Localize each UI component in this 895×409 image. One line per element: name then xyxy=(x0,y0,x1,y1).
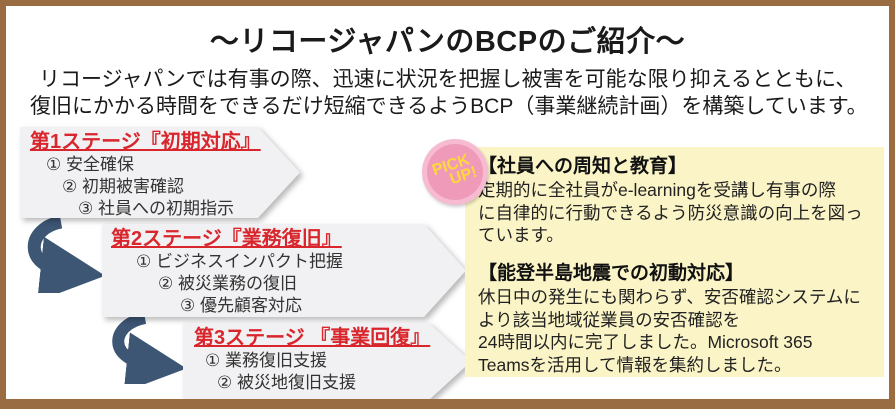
pickup-badge-inner: PICK UP! xyxy=(427,144,483,200)
stage-2-item: ① ビジネスインパクト把握 xyxy=(136,252,343,271)
pickup-badge-label: PICK UP! xyxy=(430,152,479,192)
curved-arrow-2-icon xyxy=(112,312,187,384)
curved-arrow-1-icon xyxy=(27,215,106,293)
pickup-badge: PICK UP! xyxy=(422,139,488,205)
stage-3-item: ① 業務復旧支援 xyxy=(205,351,327,370)
stage-1-item: ① 安全確保 xyxy=(46,155,134,174)
stage-3-heading: 第3ステージ 『事業回復』 xyxy=(194,327,431,349)
stage-1-heading: 第1ステージ『初期対応』 xyxy=(30,131,261,153)
stage-3-chevron: 第3ステージ 『事業回復』 ① 業務復旧支援 ② 被災地復旧支援 xyxy=(183,323,471,400)
stage-2-box: 第2ステージ『業務復旧』 ① ビジネスインパクト把握 ② 被災業務の復旧 ③ 優… xyxy=(102,224,466,317)
intro-text: リコージャパンでは有事の際、迅速に状況を把握し被害を可能な限り抑えるとともに、 … xyxy=(30,68,868,119)
stage-3-box: 第3ステージ 『事業回復』 ① 業務復旧支援 ② 被災地復旧支援 xyxy=(183,323,471,400)
page-title: ～リコージャパンのBCPのご紹介～ xyxy=(209,26,686,58)
stage-2-item: ③ 優先顧客対応 xyxy=(180,296,302,316)
stage-1-chevron: 第1ステージ『初期対応』 ① 安全確保 ② 初期被害確認 ③ 社員への初期指示 xyxy=(20,127,300,218)
stage-3-item: ② 被災地復旧支援 xyxy=(217,373,356,393)
panel-section-education: 【社員への周知と教育】 定期的に全社員がe-learningを受講し有事の際 に… xyxy=(478,155,874,247)
pickup-panel: 【社員への周知と教育】 定期的に全社員がe-learningを受講し有事の際 に… xyxy=(465,147,884,377)
panel-section-noto-earthquake: 【能登半島地震での初動対応】 休日中の発生にも関わらず、安否確認システムに より… xyxy=(478,262,874,377)
panel-body-education: 定期的に全社員がe-learningを受講し有事の際 に自律的に行動できるよう防… xyxy=(478,179,863,246)
stage-1-box: 第1ステージ『初期対応』 ① 安全確保 ② 初期被害確認 ③ 社員への初期指示 xyxy=(20,127,300,218)
stage-1-item: ② 初期被害確認 xyxy=(62,177,184,197)
stage-1-item: ③ 社員への初期指示 xyxy=(78,199,234,219)
panel-heading-noto-earthquake: 【能登半島地震での初動対応】 xyxy=(478,263,745,284)
stage-2-item: ② 被災業務の復旧 xyxy=(158,274,297,294)
stage-2-heading: 第2ステージ『業務復旧』 xyxy=(111,228,342,250)
stage-2-chevron: 第2ステージ『業務復旧』 ① ビジネスインパクト把握 ② 被災業務の復旧 ③ 優… xyxy=(102,224,466,317)
panel-body-noto-earthquake: 休日中の発生にも関わらず、安否確認システムに より該当地域従業員の安否確認を 2… xyxy=(478,286,861,375)
panel-heading-education: 【社員への周知と教育】 xyxy=(478,156,688,177)
